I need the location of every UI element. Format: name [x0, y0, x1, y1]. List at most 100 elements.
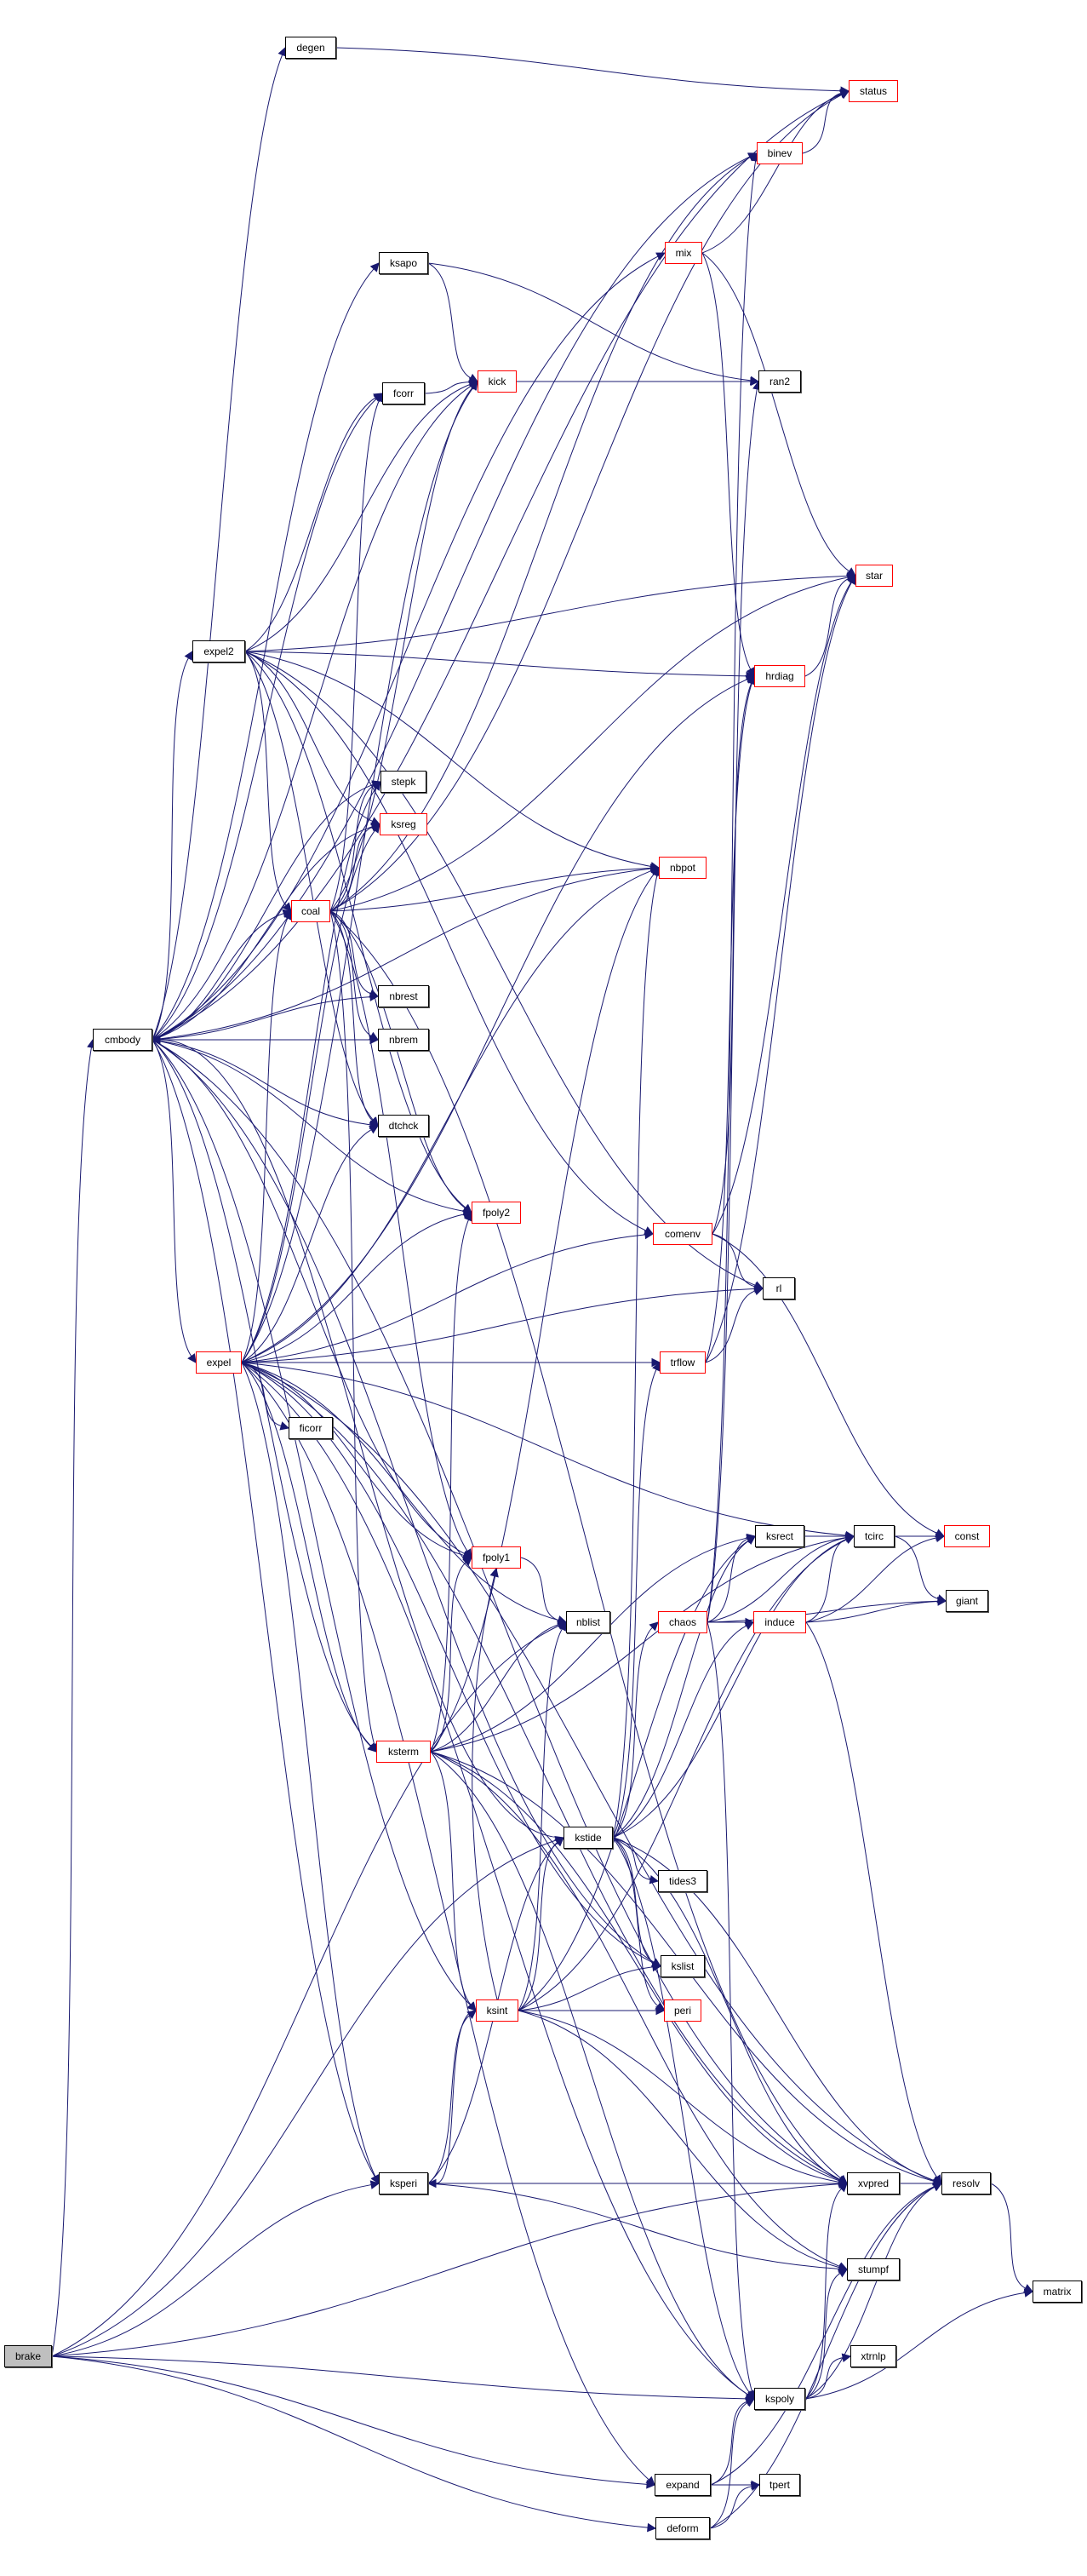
edge-ksterm-to-nblist [430, 1624, 559, 1753]
edge-ksint-to-kslist [518, 1966, 654, 2011]
node-comenv[interactable]: comenv [653, 1223, 712, 1245]
edge-expel2-to-rl [244, 651, 756, 1287]
edge-expand-to-kspoly [710, 2401, 747, 2486]
node-tides3[interactable]: tides3 [658, 1870, 707, 1892]
edge-ksterm-to-fpoly2 [430, 1219, 469, 1753]
node-chaos[interactable]: chaos [658, 1611, 707, 1633]
node-coal[interactable]: coal [291, 900, 330, 922]
node-brake[interactable]: brake [4, 2345, 52, 2367]
node-degen[interactable]: degen [285, 37, 336, 59]
node-star[interactable]: star [855, 565, 893, 587]
node-fpoly1[interactable]: fpoly1 [472, 1546, 521, 1569]
edge-expel-to-dtchck [241, 1129, 372, 1363]
node-matrix[interactable]: matrix [1033, 2281, 1082, 2303]
edge-cmbody-to-coal [152, 913, 284, 1041]
node-mix[interactable]: mix [665, 242, 702, 264]
node-tpert[interactable]: tpert [759, 2474, 800, 2496]
arrowhead-icon [151, 1035, 161, 1045]
edge-brake-to-kstide [51, 1839, 557, 2357]
arrowhead-icon [466, 2001, 477, 2011]
arrowhead-icon [936, 1594, 947, 1604]
node-expand[interactable]: expand [655, 2474, 711, 2496]
edge-deform-to-tpert [709, 2486, 752, 2529]
node-ksrect[interactable]: ksrect [755, 1525, 804, 1547]
node-hrdiag[interactable]: hrdiag [754, 665, 805, 687]
node-kick[interactable]: kick [478, 370, 517, 393]
arrowhead-icon [746, 667, 755, 677]
node-label: trflow [670, 1357, 695, 1368]
node-status[interactable]: status [849, 80, 898, 102]
node-kstide[interactable]: kstide [564, 1827, 613, 1849]
node-label: rl [775, 1282, 782, 1294]
node-stumpf[interactable]: stumpf [847, 2258, 900, 2281]
node-ksperi[interactable]: ksperi [379, 2172, 428, 2194]
edge-expel-to-kspoly [241, 1362, 748, 2395]
node-ksint[interactable]: ksint [476, 1999, 518, 2022]
node-dtchck[interactable]: dtchck [378, 1115, 429, 1137]
edge-coal-to-nbrem [329, 910, 372, 1037]
node-trflow[interactable]: trflow [660, 1351, 706, 1374]
arrowhead-icon [746, 1535, 757, 1544]
arrowhead-icon [279, 1421, 290, 1431]
node-ran2[interactable]: ran2 [758, 370, 801, 393]
node-ksterm[interactable]: ksterm [376, 1741, 431, 1763]
node-label: tcirc [865, 1530, 884, 1542]
edge-chaos-to-giant [707, 1600, 939, 1623]
node-expel[interactable]: expel [196, 1351, 242, 1374]
node-const[interactable]: const [944, 1525, 990, 1547]
node-ksapo[interactable]: ksapo [379, 252, 428, 274]
node-fpoly2[interactable]: fpoly2 [472, 1202, 521, 1224]
node-peri[interactable]: peri [664, 1999, 701, 2022]
node-giant[interactable]: giant [946, 1590, 988, 1612]
edge-expand-to-resolv [710, 2186, 935, 2486]
node-label: fpoly2 [482, 1207, 511, 1219]
node-kspoly[interactable]: kspoly [754, 2388, 805, 2410]
node-cmbody[interactable]: cmbody [93, 1029, 152, 1051]
node-fcorr[interactable]: fcorr [382, 382, 425, 404]
node-label: cmbody [104, 1034, 141, 1046]
edge-coal-to-star [329, 577, 849, 912]
node-deform[interactable]: deform [655, 2517, 710, 2539]
node-label: ksapo [389, 257, 418, 269]
node-label: giant [955, 1595, 979, 1607]
node-ksreg[interactable]: ksreg [380, 813, 427, 835]
edge-trflow-to-hrdiag [705, 683, 752, 1363]
node-binev[interactable]: binev [757, 142, 803, 164]
node-label: resolv [952, 2177, 980, 2189]
node-induce[interactable]: induce [753, 1611, 806, 1633]
edge-expel-to-resolv [241, 1362, 935, 2182]
node-nbpot[interactable]: nbpot [659, 857, 707, 879]
edge-expel2-to-comenv [244, 651, 647, 1231]
edge-expel-to-xvpred [241, 1362, 841, 2181]
edge-kspoly-to-xvpred [804, 2188, 842, 2400]
node-tcirc[interactable]: tcirc [854, 1525, 895, 1547]
node-nbrest[interactable]: nbrest [378, 985, 429, 1007]
node-label: stumpf [857, 2263, 889, 2275]
node-label: ksperi [389, 2177, 417, 2189]
node-expel2[interactable]: expel2 [192, 640, 245, 663]
node-resolv[interactable]: resolv [941, 2172, 991, 2194]
arrowhead-icon [469, 381, 478, 391]
edge-ksint-to-ksrect [518, 1540, 749, 2011]
edge-binev-to-status [802, 92, 842, 154]
edge-kspoly-to-matrix [804, 2292, 1026, 2400]
edge-ksint-to-fpoly1 [472, 1575, 498, 2000]
edge-kstide-to-tides3 [612, 1837, 651, 1880]
node-kslist[interactable]: kslist [661, 1955, 705, 1977]
edge-cmbody-to-xvpred [152, 1039, 841, 2181]
node-stepk[interactable]: stepk [380, 771, 426, 793]
node-nblist[interactable]: nblist [566, 1611, 610, 1633]
edge-cmbody-to-expel2 [152, 657, 189, 1041]
node-nbrem[interactable]: nbrem [378, 1029, 429, 1051]
node-label: nbrest [389, 990, 418, 1002]
node-rl[interactable]: rl [763, 1277, 795, 1299]
edge-resolv-to-matrix [990, 2183, 1027, 2289]
arrowhead-icon [558, 1621, 567, 1632]
edge-kstide-to-ksrect [612, 1540, 749, 1839]
node-xvpred[interactable]: xvpred [847, 2172, 900, 2194]
edge-deform-to-resolv [709, 2186, 935, 2529]
edge-expel-to-coal [241, 917, 289, 1363]
node-xtrnlp[interactable]: xtrnlp [850, 2345, 896, 2367]
edge-cmbody-to-kick [152, 385, 472, 1041]
node-ficorr[interactable]: ficorr [289, 1417, 333, 1439]
